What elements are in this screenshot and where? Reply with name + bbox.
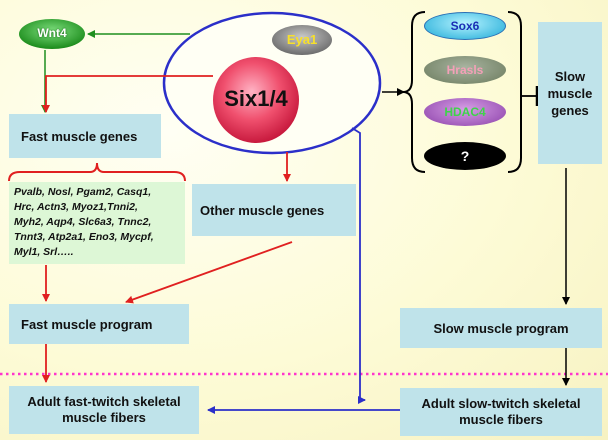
hrasls-label: Hrasls bbox=[446, 63, 484, 77]
other-genes-box: Other muscle genes bbox=[192, 184, 356, 236]
other-to-fast-program-arrow bbox=[125, 241, 293, 304]
wnt4-ellipse bbox=[19, 19, 85, 49]
slow-program-box: Slow muscle program bbox=[400, 308, 602, 348]
fast-program-box: Fast muscle program bbox=[9, 304, 189, 344]
fast-gene-list: Pvalb, Nosl, Pgam2, Casq1, Hrc, Actn3, M… bbox=[9, 182, 185, 264]
eya1-label: Eya1 bbox=[286, 32, 318, 47]
fast-program-label: Fast muscle program bbox=[21, 316, 153, 332]
gene-list-line: Tnnt3, Atp2a1, Eno3, Mycpf, bbox=[14, 231, 154, 243]
six-circle bbox=[213, 57, 299, 143]
repressor-bracket-left bbox=[402, 11, 426, 173]
slow-genes-label: Slow muscle genes bbox=[547, 68, 593, 118]
fast-genes-brace bbox=[8, 162, 186, 182]
hdac4-pill: HDAC4 bbox=[424, 98, 506, 126]
fast-genes-box: Fast muscle genes bbox=[9, 114, 161, 158]
fast-fibers-label: Adult fast-twitch skeletal muscle fibers bbox=[27, 394, 181, 425]
fast-genes-label: Fast muscle genes bbox=[21, 128, 138, 144]
sox6-label: Sox6 bbox=[450, 19, 480, 33]
wnt4-label: Wnt4 bbox=[37, 26, 67, 40]
sox6-pill: Sox6 bbox=[424, 12, 506, 40]
unknown-pill: ? bbox=[424, 142, 506, 170]
fast-fibers-box: Adult fast-twitch skeletal muscle fibers bbox=[9, 386, 199, 434]
repressor-bracket-right bbox=[507, 11, 522, 173]
slow-program-label: Slow muscle program bbox=[433, 320, 569, 336]
slow-fibers-box: Adult slow-twitch skeletal muscle fibers bbox=[400, 388, 602, 436]
gene-list-line: Myl1, Srl….. bbox=[14, 246, 74, 258]
gene-list-line: Myh2, Aqp4, Slc6a3, Tnnc2, bbox=[14, 216, 152, 228]
unknown-label: ? bbox=[460, 148, 470, 164]
slow-genes-box: Slow muscle genes bbox=[538, 22, 602, 164]
other-genes-label: Other muscle genes bbox=[200, 202, 325, 218]
six-label: Six1/4 bbox=[224, 86, 288, 111]
slow-fibers-label: Adult slow-twitch skeletal muscle fibers bbox=[421, 396, 581, 427]
gene-list-line: Pvalb, Nosl, Pgam2, Casq1, bbox=[14, 186, 152, 198]
six-to-slow-fiber-arrow bbox=[351, 127, 366, 404]
gene-list-line: Hrc, Actn3, Myoz1,Tnni2, bbox=[14, 201, 138, 213]
eya1-ellipse bbox=[272, 25, 332, 55]
hdac4-label: HDAC4 bbox=[444, 105, 486, 119]
hrasls-pill: Hrasls bbox=[424, 56, 506, 84]
six-to-fast-genes-arrow bbox=[42, 75, 213, 113]
